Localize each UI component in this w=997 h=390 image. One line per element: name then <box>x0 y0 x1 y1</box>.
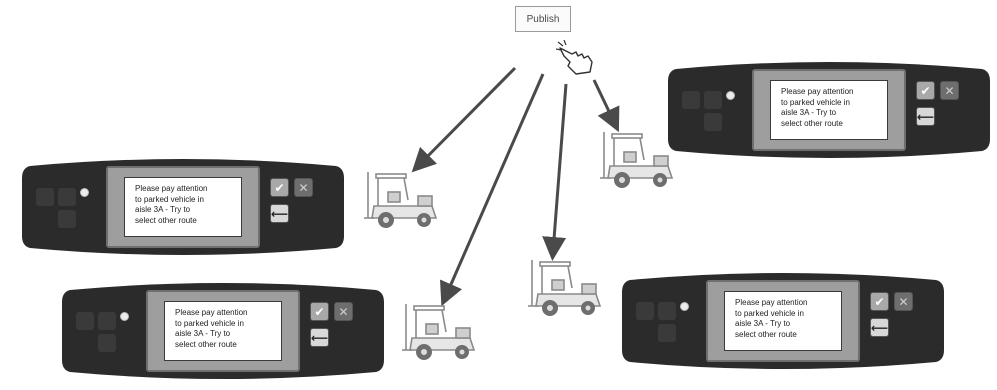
arrow-to-forklift-4 <box>592 79 620 133</box>
back-button[interactable]: ⟵ <box>310 328 329 347</box>
status-led <box>726 91 735 100</box>
keypad-key[interactable] <box>98 312 116 330</box>
keypad-key[interactable] <box>36 188 54 206</box>
terminal-screen: Please pay attention to parked vehicle i… <box>146 290 300 372</box>
back-button[interactable]: ⟵ <box>916 107 935 126</box>
arrow-to-forklift-3 <box>542 83 568 261</box>
forklift-icon <box>528 260 602 316</box>
terminal-screen: Please pay attention to parked vehicle i… <box>752 69 906 151</box>
vehicle-terminal: Please pay attention to parked vehicle i… <box>664 55 994 165</box>
close-icon: ✕ <box>338 304 349 319</box>
terminal-screen: Please pay attention to parked vehicle i… <box>106 166 260 248</box>
keypad-key[interactable] <box>658 324 676 342</box>
keypad-key[interactable] <box>58 188 76 206</box>
keypad-key[interactable] <box>98 334 116 352</box>
forklift-icon <box>600 132 674 188</box>
close-icon: ✕ <box>898 294 909 309</box>
check-icon: ✔ <box>274 180 285 195</box>
cancel-button[interactable]: ✕ <box>940 81 959 100</box>
check-icon: ✔ <box>314 304 325 319</box>
terminal-message: Please pay attention to parked vehicle i… <box>724 291 842 351</box>
forklift-icon <box>364 172 438 228</box>
confirm-button[interactable]: ✔ <box>270 178 289 197</box>
vehicle-terminal: Please pay attention to parked vehicle i… <box>58 276 388 386</box>
hand-pointer-icon <box>556 40 593 75</box>
vehicle-terminal: Please pay attention to parked vehicle i… <box>18 152 348 262</box>
status-led <box>80 188 89 197</box>
forklift-icon <box>402 304 476 360</box>
terminal-message: Please pay attention to parked vehicle i… <box>124 177 242 237</box>
status-led <box>120 312 129 321</box>
keypad-key[interactable] <box>636 302 654 320</box>
confirm-button[interactable]: ✔ <box>916 81 935 100</box>
confirm-button[interactable]: ✔ <box>870 292 889 311</box>
cancel-button[interactable]: ✕ <box>334 302 353 321</box>
cancel-button[interactable]: ✕ <box>294 178 313 197</box>
back-button[interactable]: ⟵ <box>870 318 889 337</box>
vehicle-terminal: Please pay attention to parked vehicle i… <box>618 266 948 376</box>
keypad-key[interactable] <box>76 312 94 330</box>
confirm-button[interactable]: ✔ <box>310 302 329 321</box>
back-arrow-icon: ⟵ <box>310 330 329 345</box>
terminal-message: Please pay attention to parked vehicle i… <box>164 301 282 361</box>
terminal-message: Please pay attention to parked vehicle i… <box>770 80 888 140</box>
back-arrow-icon: ⟵ <box>270 206 289 221</box>
cancel-button[interactable]: ✕ <box>894 292 913 311</box>
check-icon: ✔ <box>920 83 931 98</box>
arrow-to-forklift-1 <box>411 66 517 173</box>
keypad-key[interactable] <box>682 91 700 109</box>
close-icon: ✕ <box>298 180 309 195</box>
back-arrow-icon: ⟵ <box>870 320 889 335</box>
close-icon: ✕ <box>944 83 955 98</box>
back-arrow-icon: ⟵ <box>916 109 935 124</box>
check-icon: ✔ <box>874 294 885 309</box>
keypad-key[interactable] <box>658 302 676 320</box>
publish-button[interactable]: Publish <box>515 6 571 32</box>
keypad-key[interactable] <box>58 210 76 228</box>
keypad-key[interactable] <box>704 91 722 109</box>
terminal-screen: Please pay attention to parked vehicle i… <box>706 280 860 362</box>
back-button[interactable]: ⟵ <box>270 204 289 223</box>
status-led <box>680 302 689 311</box>
keypad-key[interactable] <box>704 113 722 131</box>
